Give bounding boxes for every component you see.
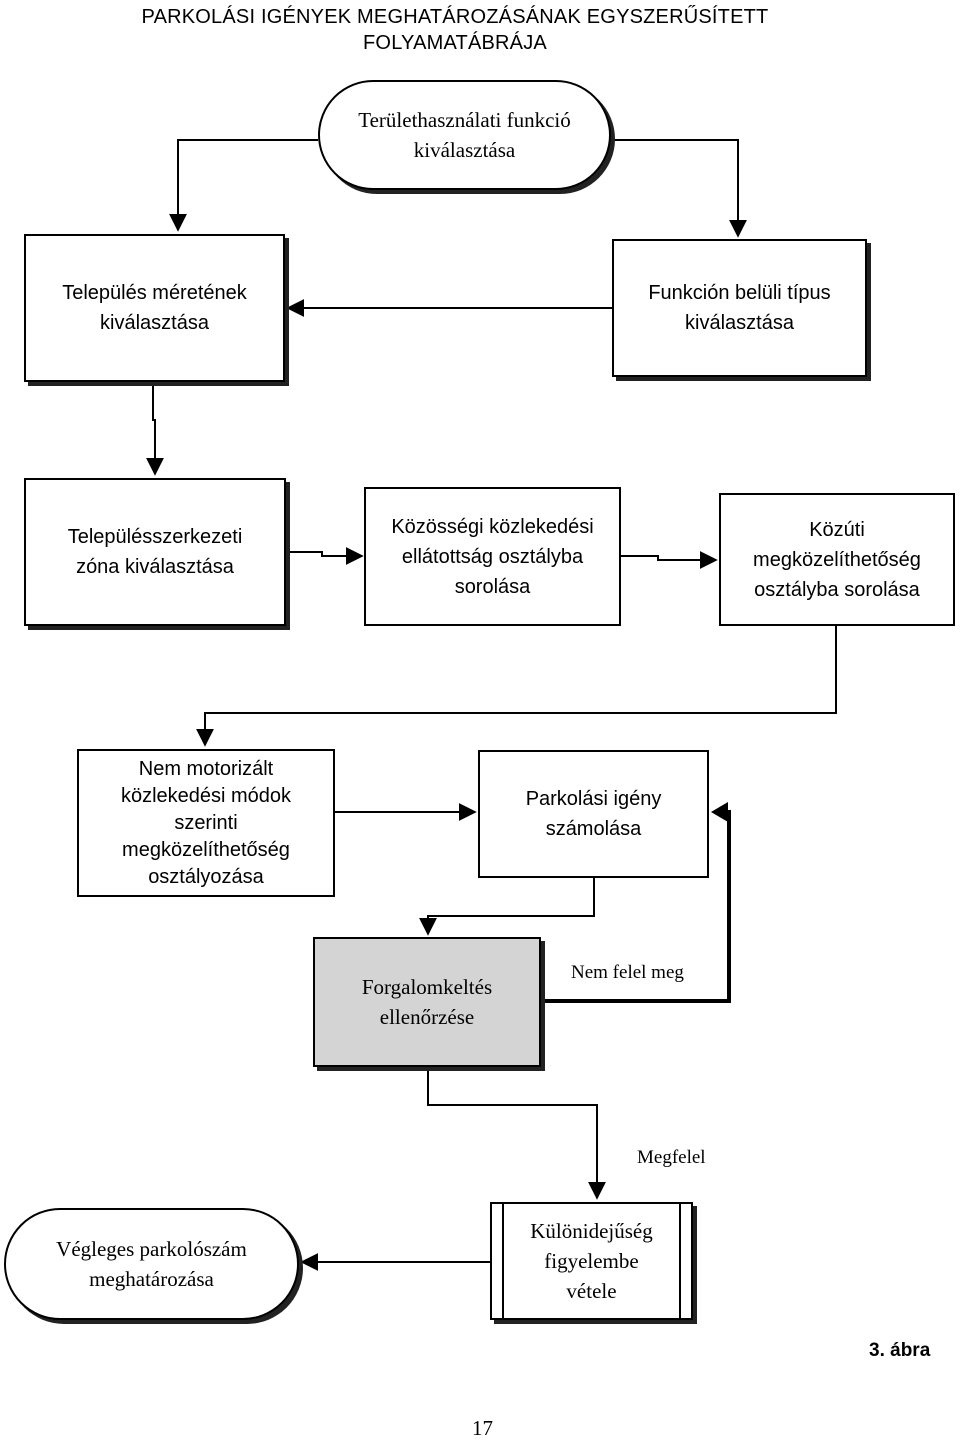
parking-demand-label: Parkolási igény számolása <box>525 788 662 840</box>
feedback-arrowhead <box>711 802 728 822</box>
road-access-label: Közúti megközelíthetőség osztályba sorol… <box>753 518 921 601</box>
not-ok-label: Nem felel meg <box>571 962 684 983</box>
connector-start-to-town-size <box>169 139 318 232</box>
non-motorized-label: Nem motorizált közlekedési módok szerint… <box>120 757 292 888</box>
traffic-check-box: Forgalomkeltés ellenőrzése <box>313 937 541 1067</box>
road-access-box: Közúti megközelíthetőség osztályba sorol… <box>719 493 955 626</box>
connector-zone-to-public-transport <box>288 547 364 565</box>
zone-box: Településszerkezeti zóna kiválasztása <box>24 478 286 626</box>
function-type-box: Funkción belüli típus kiválasztása <box>612 239 867 377</box>
traffic-check-label: Forgalomkeltés ellenőrzése <box>361 975 493 1029</box>
start-node: Területhasználati funkció kiválasztása <box>318 80 611 190</box>
zone-label: Településszerkezeti zóna kiválasztása <box>67 526 243 578</box>
connector-road-access-to-non-motorized <box>196 626 837 747</box>
time-shift-left-bar <box>502 1204 504 1318</box>
non-motorized-box: Nem motorizált közlekedési módok szerint… <box>77 749 335 897</box>
connector-traffic-check-to-time-shift <box>427 1070 606 1200</box>
time-shift-right-bar <box>679 1204 681 1318</box>
page-number: 17 <box>472 1416 493 1440</box>
final-node-label: Végleges parkolószám meghatározása <box>56 1237 247 1291</box>
time-shift-label: Különidejűség figyelembe vétele <box>530 1219 653 1303</box>
town-size-label: Település méretének kiválasztása <box>62 282 247 334</box>
connector-town-size-to-zone <box>146 382 164 476</box>
public-transport-label: Közösségi közlekedési ellátottság osztál… <box>391 515 594 598</box>
public-transport-box: Közösségi közlekedési ellátottság osztál… <box>364 487 621 626</box>
connector-public-transport-to-road-access <box>621 551 718 569</box>
function-type-label: Funkción belüli típus kiválasztása <box>648 282 831 334</box>
diagram-title: PARKOLÁSI IGÉNYEK MEGHATÁROZÁSÁNAK EGYSZ… <box>141 6 769 54</box>
connector-start-to-function-type <box>605 139 747 238</box>
connector-parking-demand-to-traffic-check <box>419 878 595 936</box>
final-node: Végleges parkolószám meghatározása <box>4 1208 299 1320</box>
time-shift-box: Különidejűség figyelembe vétele <box>490 1202 693 1320</box>
figure-label: 3. ábra <box>869 1340 931 1361</box>
parking-demand-box: Parkolási igény számolása <box>478 750 709 878</box>
town-size-box: Település méretének kiválasztása <box>24 234 285 382</box>
start-node-label: Területhasználati funkció kiválasztása <box>358 108 571 162</box>
ok-label: Megfelel <box>637 1147 706 1168</box>
